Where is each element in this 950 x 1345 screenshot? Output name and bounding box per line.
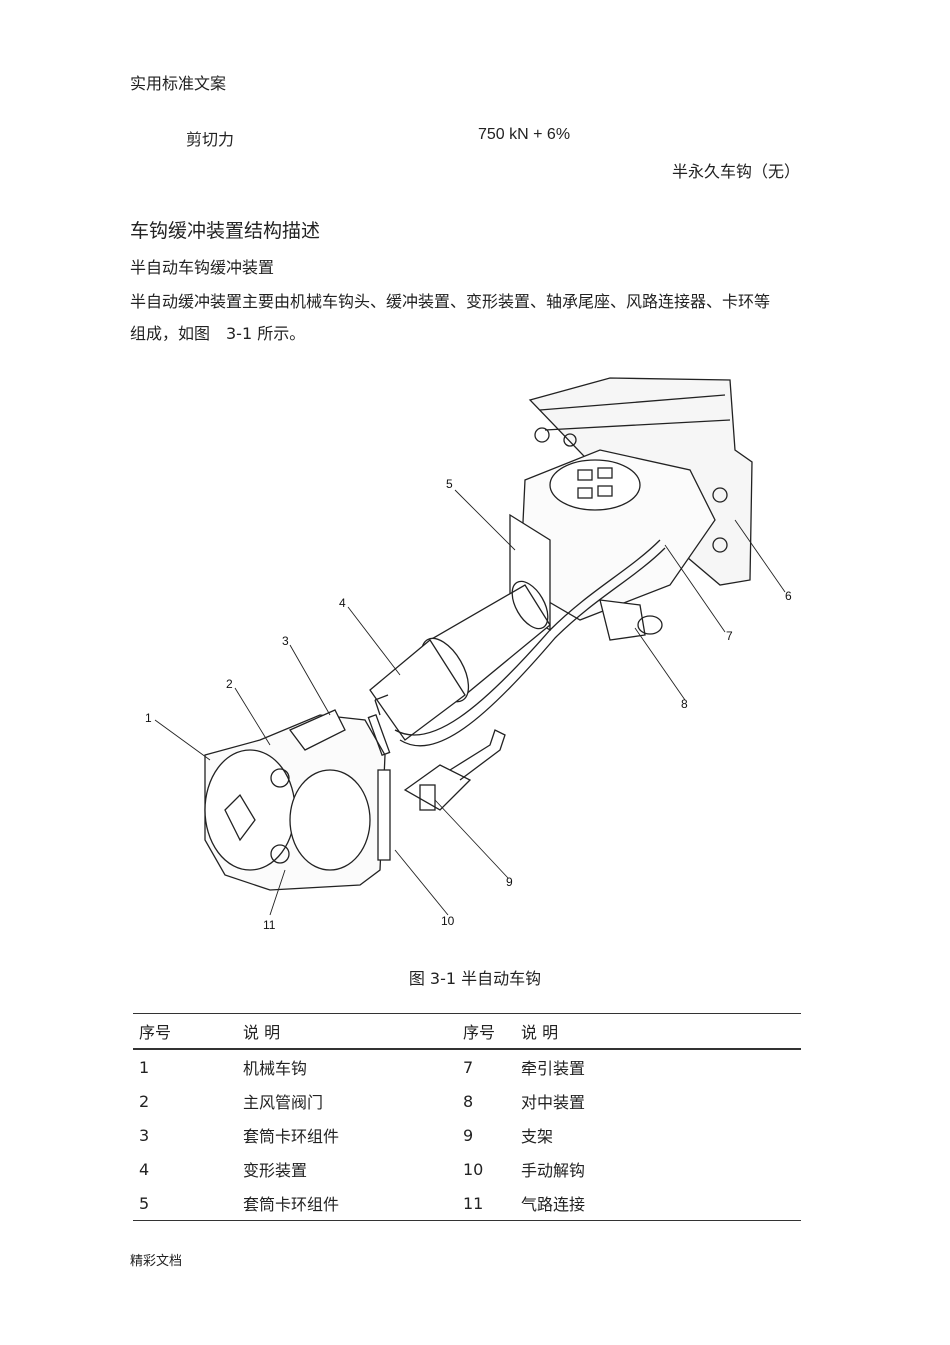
callout-7: 7	[726, 629, 733, 643]
cell: 7	[463, 1057, 474, 1077]
cell: 主风管阀门	[243, 1093, 324, 1112]
shear-force-label: 剪切力	[186, 130, 235, 149]
callout-labels: 1 2 3 4 5 6 7 8 9 10 11	[145, 477, 792, 932]
subsection-title: 半自动车钩缓冲装置	[130, 258, 275, 277]
cell: 4	[139, 1159, 150, 1179]
table-row: 5 套筒卡环组件 11 气路连接	[133, 1186, 801, 1221]
table-row: 3 套筒卡环组件 9 支架	[133, 1118, 801, 1152]
cell: 5	[139, 1193, 150, 1213]
header-desc-2: 说 明	[521, 1023, 559, 1042]
table-row: 1 机械车钩 7 牵引装置	[133, 1049, 801, 1084]
callout-4: 4	[339, 596, 346, 610]
coupler-figure: 1 2 3 4 5 6 7 8 9 10 11	[130, 370, 810, 950]
cell: 8	[463, 1091, 474, 1111]
description-paragraph: 半自动缓冲装置主要由机械车钩头、缓冲装置、变形装置、轴承尾座、风路连接器、卡环等…	[130, 292, 771, 343]
table-header-row: 序号 说 明 序号 说 明	[133, 1013, 801, 1049]
section-title: 车钩缓冲装置结构描述	[130, 220, 321, 242]
page-header: 实用标准文案	[130, 74, 227, 93]
cell: 3	[139, 1125, 150, 1145]
parts-table: 序号 说 明 序号 说 明 1 机械车钩 7 牵引装置 2 主风管阀门 8 对中…	[133, 1013, 801, 1221]
cell: 2	[139, 1091, 150, 1111]
callout-5: 5	[446, 477, 453, 491]
cell: 机械车钩	[243, 1059, 308, 1078]
table-row: 4 变形装置 10 手动解钩	[133, 1152, 801, 1186]
callout-8: 8	[681, 697, 688, 711]
page-footer: 精彩文档	[130, 1254, 183, 1269]
header-no-2: 序号	[463, 1023, 496, 1042]
callout-11: 11	[263, 918, 276, 932]
header-no-1: 序号	[139, 1023, 172, 1042]
cell: 变形装置	[243, 1161, 308, 1180]
coupler-drawing: 1 2 3 4 5 6 7 8 9 10 11	[145, 377, 792, 932]
cell: 1	[139, 1057, 150, 1077]
cell: 牵引装置	[521, 1059, 586, 1078]
cell: 支架	[521, 1127, 554, 1146]
cell: 10	[463, 1159, 484, 1179]
cell: 套筒卡环组件	[243, 1195, 340, 1214]
callout-3: 3	[282, 634, 289, 648]
callout-9: 9	[506, 875, 513, 889]
cell: 手动解钩	[521, 1161, 586, 1180]
callout-1: 1	[145, 711, 152, 725]
callout-6: 6	[785, 589, 792, 603]
cell: 9	[463, 1125, 474, 1145]
cell: 套筒卡环组件	[243, 1127, 340, 1146]
cell: 对中装置	[521, 1093, 586, 1112]
table-row: 2 主风管阀门 8 对中装置	[133, 1084, 801, 1118]
shear-force-value: 750 kN + 6%	[478, 126, 571, 143]
figure-caption: 图 3-1 半自动车钩	[408, 969, 542, 988]
cell: 气路连接	[521, 1195, 586, 1214]
cell: 11	[463, 1193, 484, 1213]
callout-2: 2	[226, 677, 233, 691]
callout-10: 10	[441, 914, 455, 928]
header-desc-1: 说 明	[243, 1023, 281, 1042]
semi-permanent-coupler-note: 半永久车钩（无）	[671, 162, 800, 181]
